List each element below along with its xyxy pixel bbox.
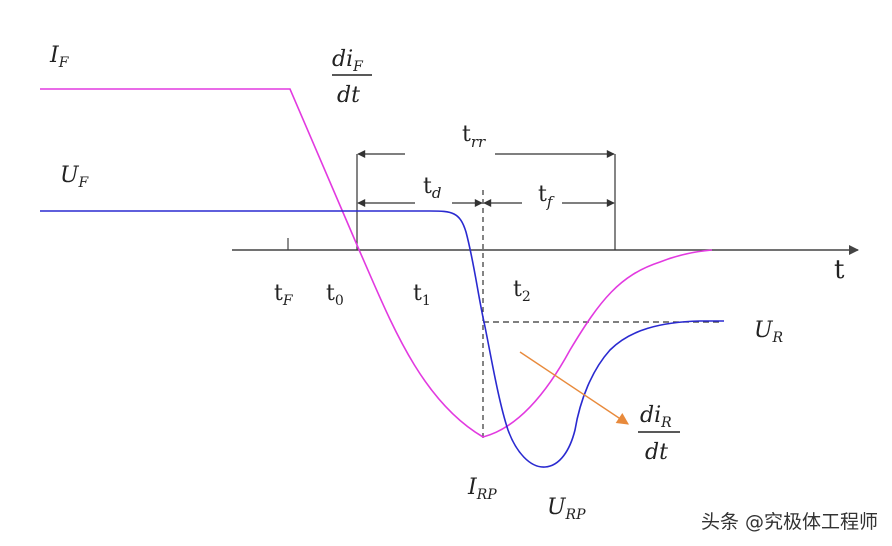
- label-diR-numerator: diR: [640, 403, 672, 431]
- label-IRP: IRP: [467, 475, 497, 503]
- label-trr: trr: [462, 122, 486, 151]
- label-UR: UR: [754, 318, 784, 346]
- label-URP: URP: [547, 495, 586, 523]
- label-td: td: [423, 174, 441, 202]
- label-diR-denominator: dt: [645, 440, 668, 465]
- label-axis-t: t: [834, 255, 845, 285]
- label-t0: t0: [326, 281, 344, 309]
- label-IF: IF: [49, 43, 70, 71]
- watermark: 头条 @究极体工程师: [700, 511, 878, 533]
- voltage-curve: [40, 210, 724, 468]
- label-diF-denominator: dt: [337, 83, 360, 108]
- label-tF: tF: [274, 281, 294, 309]
- label-t1: t1: [413, 281, 431, 309]
- dir-dt-arrow: [519, 351, 629, 425]
- label-UF: UF: [60, 163, 90, 191]
- label-t2: t2: [513, 277, 531, 305]
- label-tf: tf: [538, 182, 555, 211]
- current-curve: [40, 88, 713, 438]
- label-diF-numerator: diF: [332, 47, 364, 75]
